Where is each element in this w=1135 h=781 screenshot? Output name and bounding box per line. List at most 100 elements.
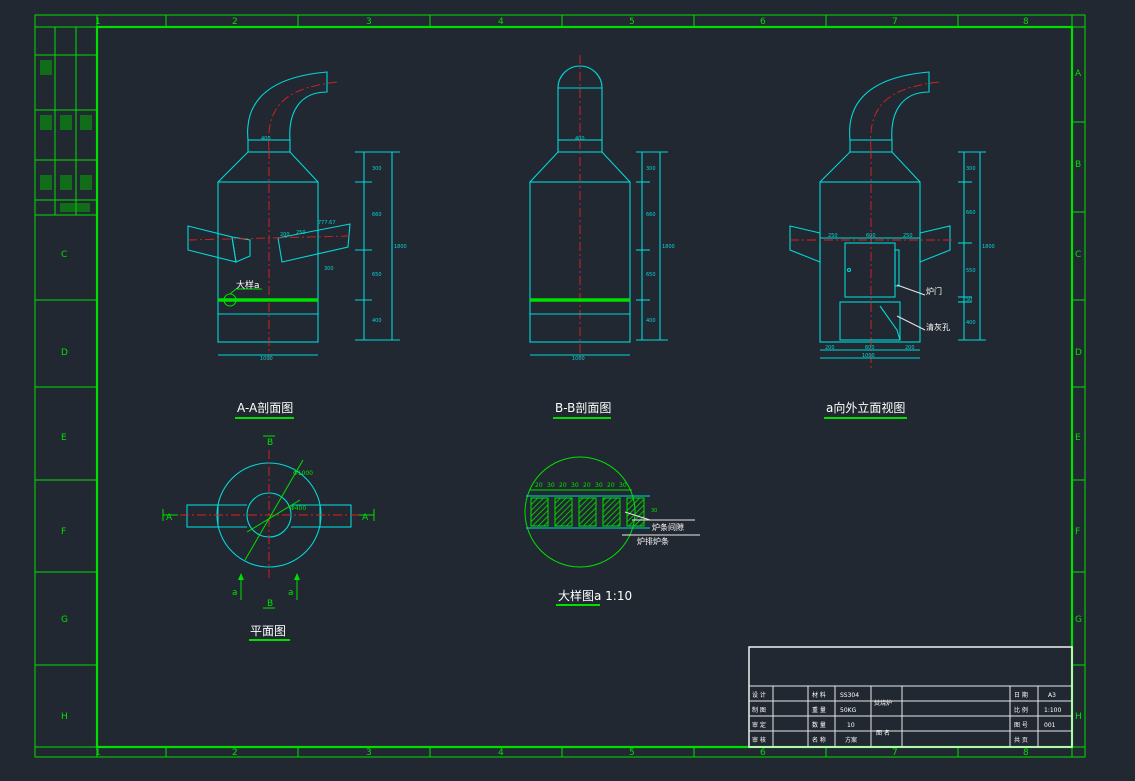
dim: 550 [966,268,976,274]
view-arrow-a: a [232,588,238,598]
view-title: a向外立面视图 [826,400,905,415]
tb-label: 日 期 [1014,691,1028,699]
dim: 1800 [662,244,675,250]
grate-bar [602,497,621,527]
col-label-bottom: 6 [760,748,766,758]
dim: 400 [646,318,656,324]
col-label-bottom: 8 [1023,748,1029,758]
label-grate-bar: 炉排炉条 [637,536,669,546]
dim: 1000 [862,353,875,359]
dim-diameter-inner: Φ400 [290,505,306,512]
col-label-top: 1 [95,17,101,27]
dim: 30 [571,482,579,489]
dim: 20 [607,482,615,489]
dim: 1800 [394,244,407,250]
dim: 50 [966,297,972,303]
col-label-top: 8 [1023,17,1029,27]
row-label-right: C [1075,250,1081,260]
dim: 660 [646,212,656,218]
row-label-right: F [1075,527,1080,537]
tb-value: 1:100 [1044,707,1061,714]
tb-label: 图 号 [1014,722,1028,729]
tb-value: 方案 [845,736,857,744]
dim: 1000 [572,356,585,362]
dim: 20 [535,482,543,489]
dim-diameter-outer: Φ1000 [293,470,313,477]
tb-label: 名 称 [812,736,826,744]
dim: 250 [903,233,913,239]
tb-value: SS304 [840,692,859,699]
tb-drawing-label: 图 名 [876,729,890,737]
tb-label: 数 量 [812,721,826,729]
row-label-right: A [1075,69,1082,79]
view-elevation: 炉门 清灰孔 250 600 250 200 600 200 1000 300 … [789,71,995,419]
tb-label: 制 图 [752,706,766,714]
drawing-frame [34,14,1086,758]
grid-labels: 1 2 3 4 5 6 7 8 1 2 3 4 5 6 7 8 A B C D … [61,17,1082,758]
row-label-left: D [61,348,68,358]
dim: 1000 [260,356,273,362]
dim: 660 [966,210,976,216]
view-arrow-a: a [288,588,294,598]
grate-bar [578,497,597,527]
dim: 400 [575,136,585,142]
dim: 30 [651,508,657,514]
view-plan: Φ1000 Φ400 A A B B a a 平面图 [162,435,375,641]
col-label-bottom: 1 [95,748,101,758]
row-label-left: G [61,615,68,625]
dim: 400 [372,318,382,324]
col-label-top: 7 [892,17,898,27]
grate-bar [554,497,573,527]
section-mark-a: A [166,513,173,523]
row-label-left: E [61,433,67,443]
row-label-right: D [1075,348,1082,358]
dim: 400 [966,320,976,326]
view-title: A-A剖面图 [237,401,293,415]
dim: 250 [828,233,838,239]
dim: 200 [905,345,915,351]
row-label-right: G [1075,615,1082,625]
section-mark-b: B [267,438,273,448]
door-label: 炉门 [926,286,942,296]
col-label-top: 3 [366,17,372,27]
col-label-top: 2 [232,17,238,27]
dim: 30 [547,482,555,489]
row-label-left: F [61,527,66,537]
col-label-top: 4 [498,17,504,27]
dim: 300 [646,166,656,172]
dim: 650 [372,272,382,278]
grate-bar [530,497,549,527]
row-label-left: C [61,250,67,260]
col-label-top: 5 [629,17,635,27]
dim: 300 [324,266,334,272]
tb-value: 001 [1044,722,1056,729]
view-aa-section: 大样a 400 1000 777.67 250 300 200 300 660 … [187,71,407,419]
title-block: 设 计 制 图 审 定 审 核 材 料 重 量 数 量 名 称 SS304 50… [748,646,1073,748]
detail-callout: 大样a [236,279,260,291]
view-title: 平面图 [250,624,286,638]
dim: 777.67 [318,220,336,226]
tb-label: 审 核 [752,736,766,744]
section-mark-a: A [362,513,369,523]
view-bb-section: 400 1000 300 660 650 400 1800 B-B剖面图 [529,55,675,419]
dim: 660 [372,212,382,218]
dim: 20 [583,482,591,489]
row-label-right: E [1075,433,1081,443]
view-title: 大样图a 1:10 [558,588,632,603]
dim: 400 [261,136,271,142]
dim: 250 [296,230,306,236]
grate-bar [626,497,645,527]
row-label-right: H [1075,712,1082,722]
tb-value: 50KG [840,707,857,714]
dim: 650 [646,272,656,278]
label-bar-gap: 炉条间隙 [652,522,684,532]
dim: 200 [825,345,835,351]
ash-port-label: 清灰孔 [926,322,950,332]
tb-value: 10 [847,722,855,729]
tb-value: A3 [1048,692,1056,699]
row-label-right: B [1075,160,1081,170]
dim: 200 [280,232,290,238]
dim: 30 [595,482,603,489]
tb-label: 比 例 [1014,706,1028,714]
